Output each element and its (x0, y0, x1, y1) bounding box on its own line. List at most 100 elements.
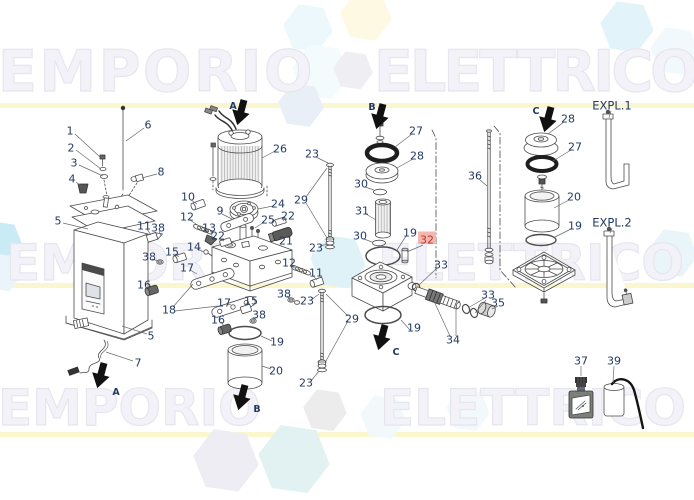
leader-line (189, 269, 198, 275)
leader-line (474, 299, 487, 314)
part-label-10: 10 (181, 191, 195, 204)
part-label-30: 30 (353, 230, 367, 243)
part-label-38: 38 (277, 288, 291, 301)
leader-line (253, 316, 257, 320)
leader-line (189, 219, 200, 227)
part-label-24: 24 (271, 198, 285, 211)
leader-line (608, 110, 612, 119)
part-label-23: 23 (309, 242, 323, 255)
direction-letter-c: C (533, 106, 540, 117)
leader-line (105, 351, 134, 362)
leader-line (78, 164, 104, 177)
part-label-33: 33 (481, 289, 495, 302)
part-label-20: 20 (567, 191, 581, 204)
leader-line (257, 205, 274, 210)
leader-line (221, 213, 233, 220)
direction-letter-b: B (253, 404, 260, 415)
leader-line (75, 181, 82, 187)
leader-line (305, 167, 328, 198)
part-label-9: 9 (217, 205, 224, 218)
part-label-19: 19 (407, 322, 421, 335)
highlight-box (418, 231, 436, 244)
leader-line (552, 149, 572, 162)
leader-line (147, 286, 152, 290)
watermark-text: ELETTRICO (373, 39, 694, 105)
leader-line (172, 283, 194, 308)
part-label-23: 23 (300, 295, 314, 308)
leader-line (418, 267, 438, 286)
leader-line (174, 253, 180, 258)
leader-line (396, 158, 414, 169)
leader-line (260, 335, 273, 342)
leader-line (219, 238, 225, 242)
part-label-12: 12 (180, 211, 194, 224)
leader-line (210, 230, 213, 237)
leader-line (151, 258, 159, 262)
leader-line (261, 150, 276, 159)
leader-line (363, 238, 373, 243)
leader-line (146, 228, 152, 236)
tie-rods (317, 125, 517, 373)
leader-line (312, 275, 318, 281)
leader-line (125, 127, 145, 142)
leader-line (406, 244, 424, 253)
leader-line (158, 230, 162, 237)
part-label-34: 34 (446, 334, 460, 347)
part-label-19: 19 (568, 220, 582, 233)
leader-line (62, 222, 89, 230)
leader-line (394, 133, 413, 148)
leader-line (282, 218, 286, 222)
leader-line (325, 293, 349, 317)
leader-line (400, 319, 411, 331)
part-label-13: 13 (202, 222, 216, 235)
part-label-17: 17 (217, 297, 231, 310)
leader-line (244, 302, 249, 307)
leader-line (432, 298, 451, 337)
leader-line (552, 228, 572, 239)
capacitor (603, 378, 645, 430)
part-label-31: 31 (355, 205, 369, 218)
part-label-16: 16 (211, 314, 225, 327)
part-label-8: 8 (158, 166, 165, 179)
leader-line (315, 156, 329, 164)
part-label-5: 5 (55, 215, 62, 228)
leader-line (396, 235, 407, 251)
leader-line (478, 178, 488, 187)
manifold-assembly (144, 199, 325, 390)
part-label-4: 4 (69, 173, 76, 186)
part-label-20: 20 (269, 365, 283, 378)
part-label-15: 15 (244, 295, 258, 308)
part-label-37: 37 (574, 355, 588, 368)
arrow-a-bottom-icon (88, 360, 113, 391)
part-label-11: 11 (309, 267, 323, 280)
tank-assembly (65, 105, 158, 376)
shaft-assembly (414, 286, 496, 319)
leader-line (609, 227, 613, 234)
arrow-c-bottom-icon (369, 322, 394, 353)
part-label-5: 5 (148, 330, 155, 343)
leader-line (291, 265, 298, 271)
leader-line (553, 199, 570, 209)
leader-line (121, 325, 148, 335)
leader-line (174, 305, 219, 312)
leader-line (196, 248, 205, 253)
part-label-27: 27 (568, 141, 582, 154)
part-label-15: 15 (165, 246, 179, 259)
leader-line (261, 365, 272, 370)
part-label-39: 39 (607, 355, 621, 368)
part-label-29: 29 (294, 194, 308, 207)
leader-line (254, 221, 265, 229)
leader-line (310, 293, 320, 301)
leader-line (220, 321, 226, 328)
part-label-23: 23 (305, 148, 319, 161)
part-label-33: 33 (434, 259, 448, 272)
leader-line (491, 305, 499, 310)
leader-line (364, 186, 375, 191)
part-label-29: 29 (345, 313, 359, 326)
part-label-3: 3 (71, 157, 78, 170)
leader-line (612, 365, 615, 384)
leader-line (74, 133, 101, 158)
